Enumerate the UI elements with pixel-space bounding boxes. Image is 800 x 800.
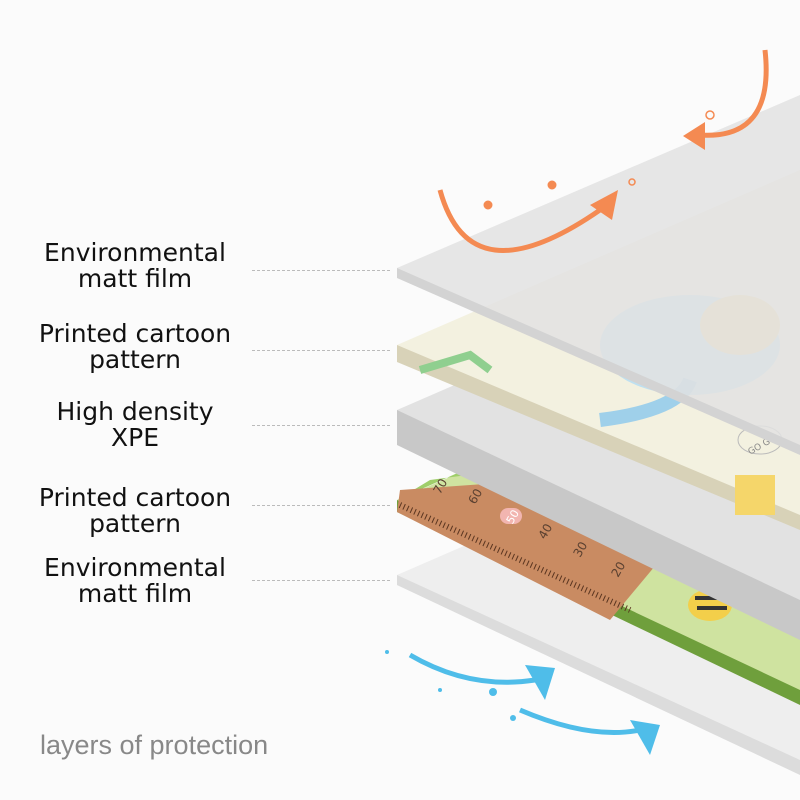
label-line: pattern	[89, 345, 181, 374]
leader-line	[252, 350, 390, 351]
layer-label-printed-top: Printed cartoon pattern	[0, 321, 270, 373]
label-line: Printed cartoon	[38, 319, 232, 348]
ruler-number: 70	[430, 476, 450, 496]
warm-air-arrows	[437, 49, 769, 253]
cool-air-arrows	[385, 650, 660, 755]
label-line: matt film	[77, 264, 193, 293]
leader-line	[252, 425, 390, 426]
ruler-number: 20	[608, 559, 628, 579]
ruler-number: 50	[504, 508, 522, 527]
leader-line	[252, 505, 390, 506]
label-line: Environmental	[44, 238, 226, 267]
layer-label-xpe: High density XPE	[0, 399, 270, 451]
label-line: Environmental	[44, 553, 226, 582]
label-line: matt film	[77, 579, 193, 608]
layer-top-film	[397, 95, 800, 455]
label-line: High density	[56, 397, 214, 426]
caption: layers of protection	[40, 730, 269, 760]
ruler-number: 40	[535, 521, 555, 541]
layer-label-bottom-film: Environmental matt film	[0, 555, 270, 607]
ruler	[397, 480, 660, 620]
layer-label-top-film: Environmental matt film	[0, 240, 270, 292]
label-line: Printed cartoon	[38, 483, 232, 512]
label-line: XPE	[111, 423, 159, 452]
ruler-number: 30	[570, 539, 590, 559]
leader-line	[252, 580, 390, 581]
label-line: pattern	[89, 509, 181, 538]
ruler-number: 60	[465, 486, 485, 506]
layer-label-printed-bottom: Printed cartoon pattern	[0, 485, 270, 537]
leader-line	[252, 270, 390, 271]
